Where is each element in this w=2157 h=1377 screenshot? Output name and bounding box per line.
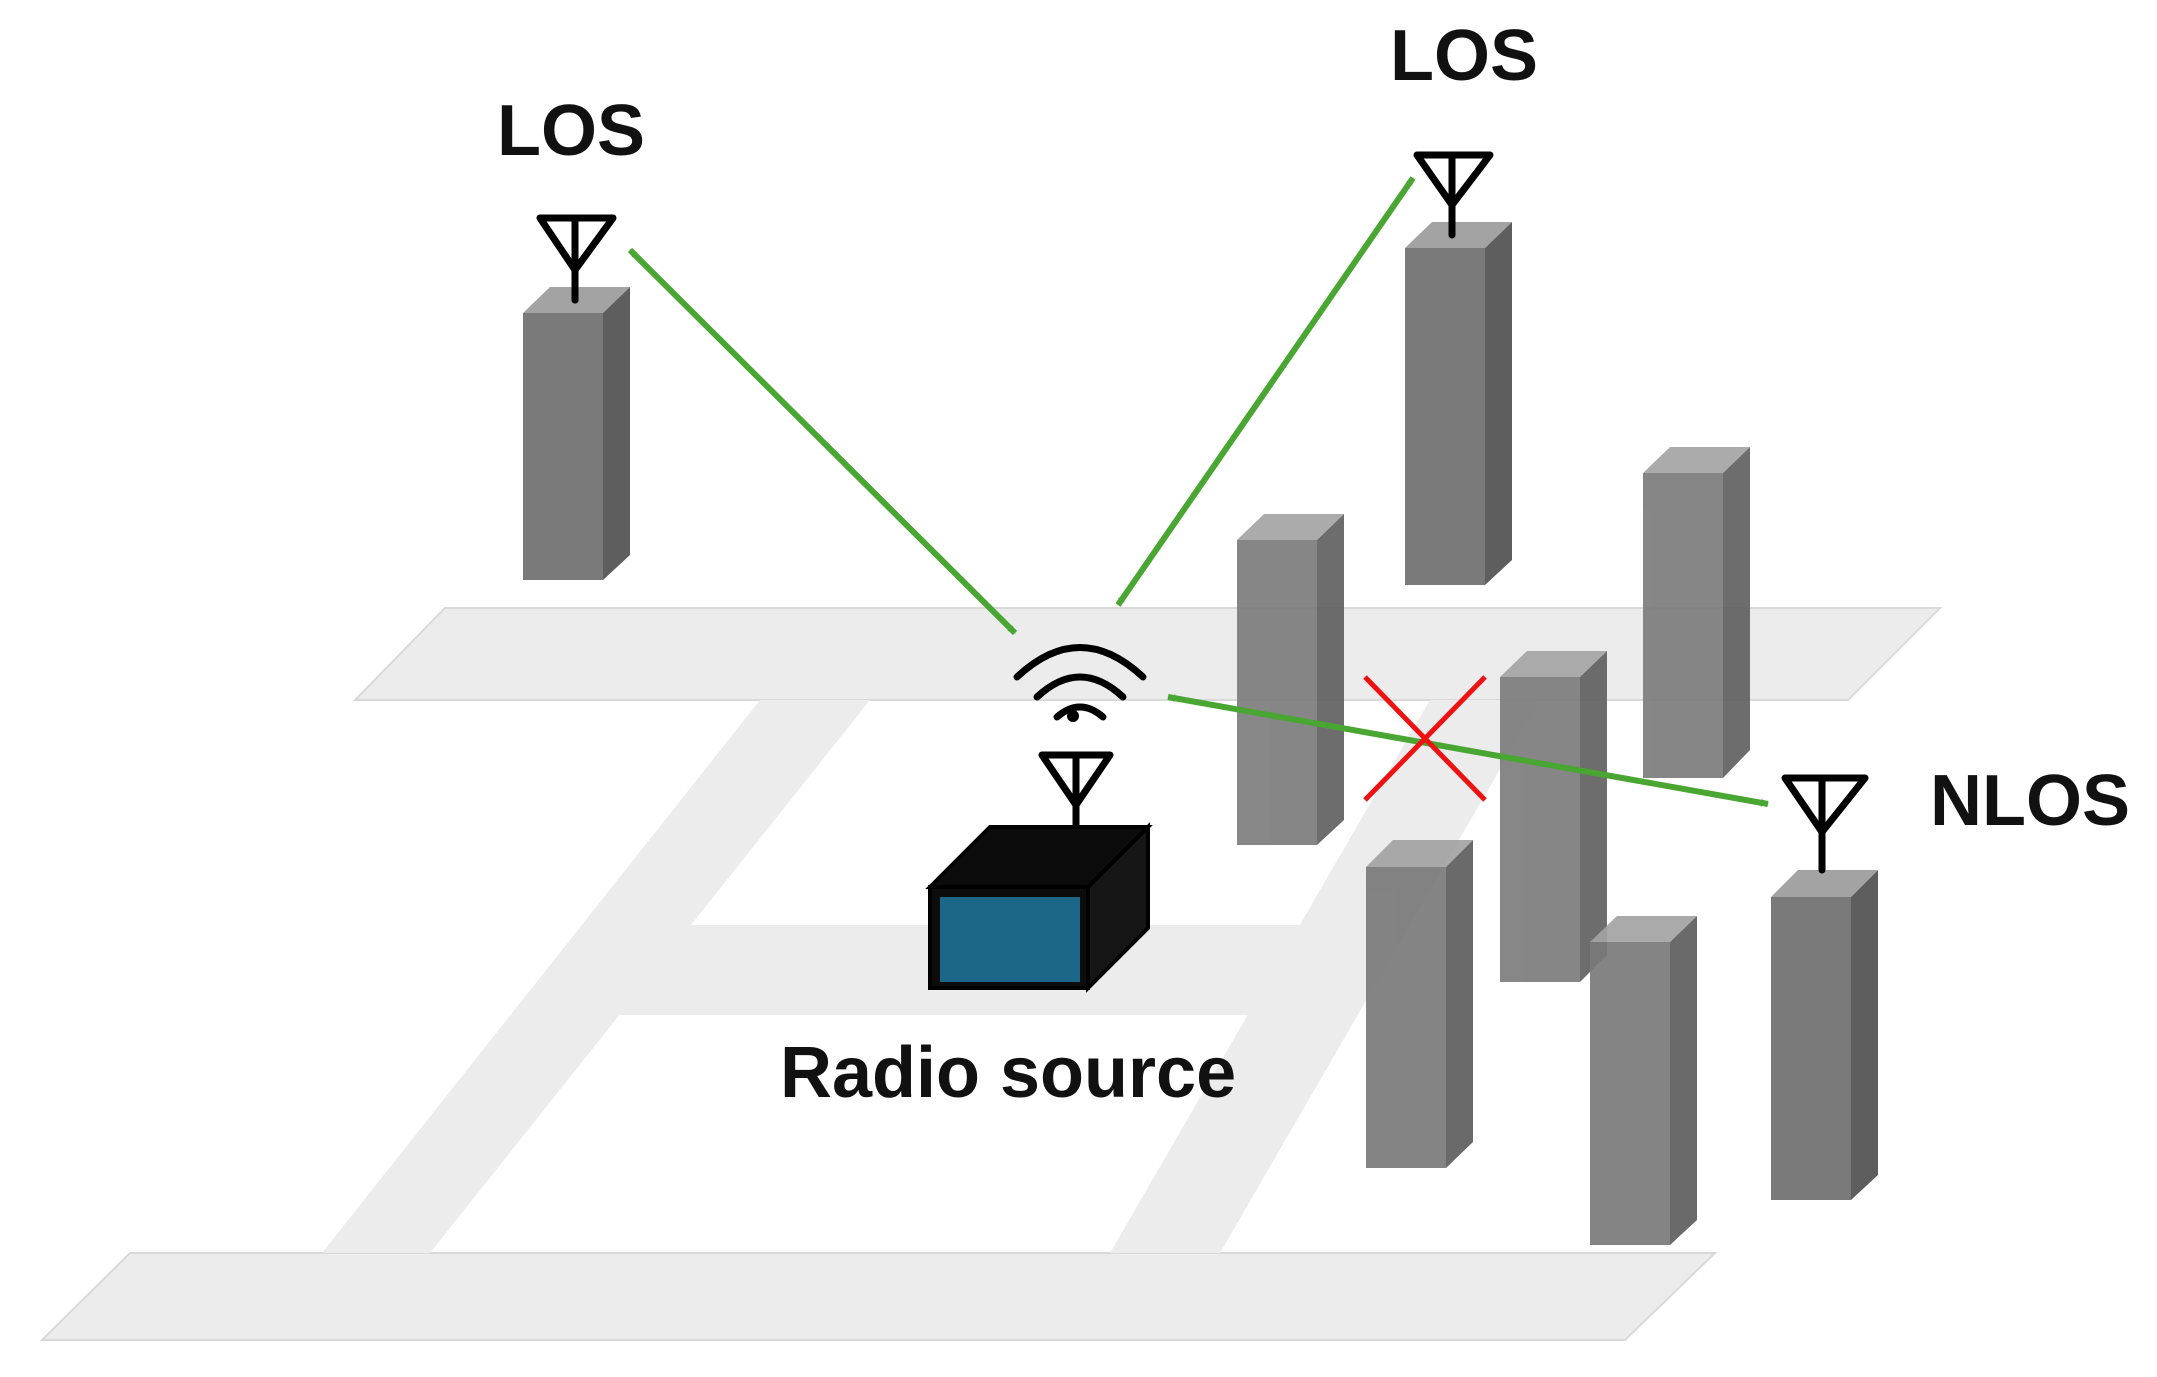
nlos-path	[1167, 694, 1769, 807]
road-left-diagonal	[322, 700, 870, 1253]
road-network	[39, 607, 1943, 1341]
building-left-los	[523, 287, 630, 580]
wifi-icon	[1013, 644, 1147, 722]
signal-paths	[627, 176, 1769, 807]
building-nlos	[1771, 870, 1878, 1200]
los-right-label: LOS	[1390, 16, 1538, 96]
los-path-left	[627, 247, 1018, 636]
building-middle	[1500, 651, 1607, 982]
building-center	[1237, 514, 1344, 845]
antenna-icon	[1781, 774, 1869, 874]
los-left-label: LOS	[497, 91, 645, 171]
device-screen	[940, 897, 1080, 982]
radio-source-device	[925, 822, 1153, 993]
antenna-icon	[1413, 151, 1494, 239]
radio-source-label: Radio source	[780, 1033, 1236, 1113]
nlos-label: NLOS	[1930, 761, 2130, 841]
antenna-icon	[536, 214, 617, 304]
los-path-right	[1115, 176, 1416, 607]
building-front-left	[1366, 840, 1473, 1168]
antenna-icon	[1038, 751, 1114, 832]
building-back-right	[1643, 447, 1750, 778]
building-front-right	[1590, 916, 1697, 1245]
blocked-x-icon	[1363, 675, 1487, 802]
building-right-los	[1405, 222, 1512, 585]
road-bottom	[39, 1252, 1718, 1341]
